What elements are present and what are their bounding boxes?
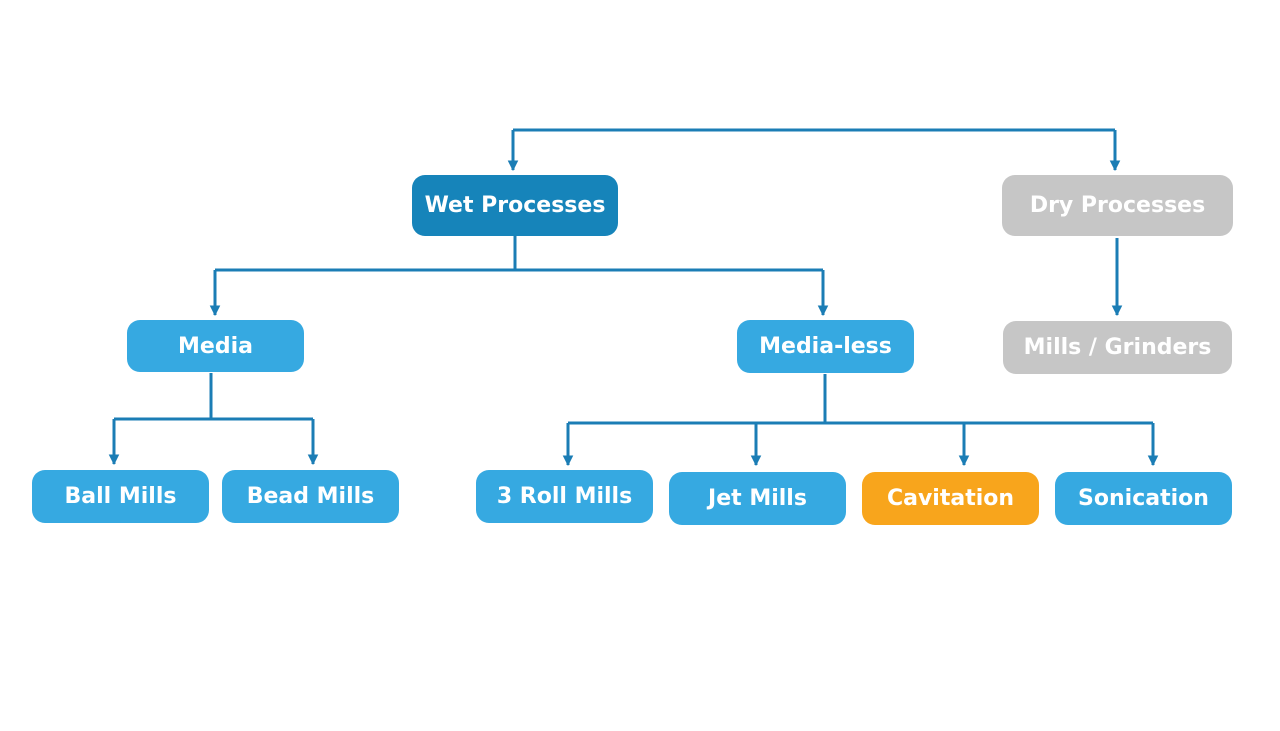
node-bead-mills: Bead Mills [222,470,399,523]
node-sonication: Sonication [1055,472,1232,525]
node-mills-grinders: Mills / Grinders [1003,321,1232,374]
node-jet-mills: Jet Mills [669,472,846,525]
node-ball-mills: Ball Mills [32,470,209,523]
node-media-less: Media-less [737,320,914,373]
node-cavitation: Cavitation [862,472,1039,525]
node-media: Media [127,320,304,372]
node-3-roll-mills: 3 Roll Mills [476,470,653,523]
node-wet-processes: Wet Processes [412,175,618,236]
node-dry-processes: Dry Processes [1002,175,1233,236]
